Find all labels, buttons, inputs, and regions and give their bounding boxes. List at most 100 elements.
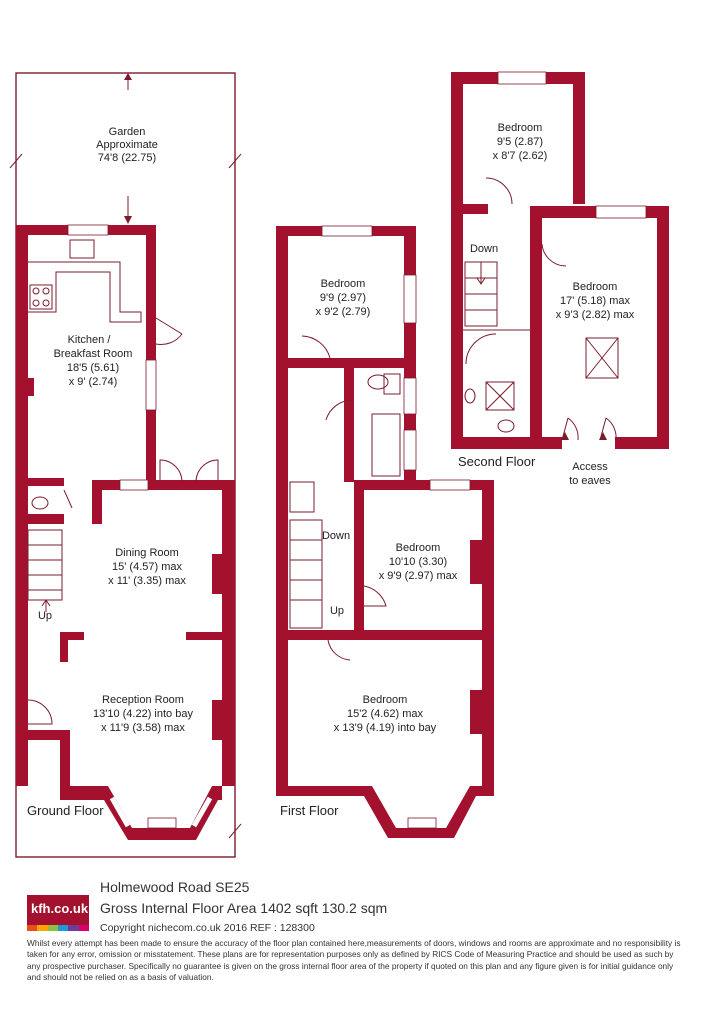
break-mark xyxy=(9,153,23,169)
sf-bed-large-name: Bedroom xyxy=(573,281,618,293)
break-mark xyxy=(228,823,242,839)
logo-stripe-segment xyxy=(47,925,58,931)
ff-mid-door-icon xyxy=(363,585,387,607)
sf-bed-large-line1: 17' (5.18) max xyxy=(560,295,630,307)
kitchen-counter xyxy=(28,261,142,323)
garden-line2: 74'8 (22.75) xyxy=(98,152,156,164)
ff-bed-mid-line1: 10'10 (3.30) xyxy=(389,556,447,568)
sf-bed-small-line2: x 8'7 (2.62) xyxy=(493,150,548,162)
reception-name: Reception Room xyxy=(102,694,184,706)
logo-stripe xyxy=(27,925,89,931)
reception-line1: 13'10 (4.22) into bay xyxy=(93,708,193,720)
hob-icon xyxy=(29,284,53,310)
first-floor-plan: Bedroom 9'9 (2.97) x 9'2 (2.79) Down Up … xyxy=(276,225,494,838)
ff-bath-door-icon xyxy=(325,399,355,421)
sink-icon xyxy=(69,239,95,259)
ff-bay-walls xyxy=(288,786,494,838)
sf-bottom-wall xyxy=(463,437,562,449)
house-top-wall xyxy=(92,480,222,490)
copyright: Copyright nichecom.co.uk 2016 REF : 1283… xyxy=(100,922,315,934)
sf-bed-large-line2: x 9'3 (2.82) max xyxy=(556,309,635,321)
ff-bed-mid-line2: x 9'9 (2.97) max xyxy=(379,570,458,582)
sf-toilet-icon xyxy=(497,419,515,433)
gf-stairs-up-label: Up xyxy=(38,610,52,622)
bathtub-icon xyxy=(371,413,401,477)
ff-cupboard xyxy=(289,481,315,513)
skylight-cross xyxy=(585,337,619,379)
kitchen-window-top xyxy=(67,224,109,236)
house-right-wall xyxy=(222,480,235,786)
bay-window-right xyxy=(191,796,213,828)
sf-small-bottom-wall xyxy=(463,204,488,214)
ground-floor-plan: Garden Approximate 74'8 (22.75) Kitchen … xyxy=(9,72,242,858)
disclaimer: Whilst every attempt has been made to en… xyxy=(27,938,681,982)
sf-large-door-icon xyxy=(541,243,567,267)
hob-ring-icon xyxy=(32,299,40,307)
logo-stripe-segment xyxy=(68,925,79,931)
ff-rear-window xyxy=(321,225,373,237)
porch-wall xyxy=(16,730,70,786)
stairs-ground xyxy=(27,529,63,601)
ff-bath-wall xyxy=(344,358,416,482)
hob-ring-icon xyxy=(32,287,40,295)
dining-line1: 15' (4.57) max xyxy=(112,561,182,573)
garden-name: Garden xyxy=(109,126,146,138)
stairs-first xyxy=(289,519,323,629)
sf-large-bed-walls xyxy=(530,206,669,449)
fireplace xyxy=(212,554,222,594)
house-outer-walls xyxy=(16,478,28,740)
ff-bed-front-line2: x 13'9 (4.19) into bay xyxy=(334,722,437,734)
bay-window-walls xyxy=(60,740,222,840)
fireplace xyxy=(212,700,222,740)
bay-window-left xyxy=(109,796,131,828)
hob-ring-icon xyxy=(42,287,50,295)
access-line1: Access xyxy=(572,461,608,473)
dining-name: Dining Room xyxy=(115,547,179,559)
kfh-logo: kfh.co.uk xyxy=(27,895,89,931)
sf-bed-small-line1: 9'5 (2.87) xyxy=(497,136,543,148)
kitchen-line3: x 9' (2.74) xyxy=(69,376,118,388)
sf-large-window xyxy=(595,205,647,219)
floor-area: Gross Internal Floor Area 1402 sqft 130.… xyxy=(100,900,388,916)
floor-plan: Garden Approximate 74'8 (22.75) Kitchen … xyxy=(9,71,669,858)
ff-bed-mid-name: Bedroom xyxy=(396,542,441,554)
ff-mid-fireplace xyxy=(470,540,482,584)
dining-reception-partition-right xyxy=(186,632,222,640)
kitchen-door-icon xyxy=(155,317,183,345)
wc-wall xyxy=(28,514,64,524)
sf-bed-small-name: Bedroom xyxy=(498,122,543,134)
kitchen-name: Kitchen / xyxy=(68,334,112,346)
ff-bed-front-line1: 15'2 (4.62) max xyxy=(347,708,424,720)
ff-mid-top-wall xyxy=(354,480,494,490)
toilet-icon xyxy=(31,496,49,510)
ff-bath-window2 xyxy=(403,429,417,471)
toilet-icon xyxy=(383,373,401,395)
ff-bay-window-center xyxy=(407,817,437,829)
ground-floor-label: Ground Floor xyxy=(27,803,104,818)
property-address: Holmewood Road SE25 xyxy=(100,879,250,895)
logo-stripe-segment xyxy=(57,925,69,931)
ff-bed-front-name: Bedroom xyxy=(363,694,408,706)
ff-mid-window xyxy=(429,479,471,491)
ff-stairs-down-label: Down xyxy=(322,530,350,542)
ff-door-icon xyxy=(301,335,331,359)
logo-stripe-segment xyxy=(37,925,48,931)
french-doors-icon xyxy=(159,459,219,483)
front-door-icon xyxy=(27,699,53,725)
logo-stripe-segment xyxy=(78,925,89,931)
garden-line1: Approximate xyxy=(96,139,158,151)
ff-rear-side-window xyxy=(403,274,417,324)
break-mark xyxy=(228,153,242,169)
second-floor-label: Second Floor xyxy=(458,454,536,469)
ff-bath-window xyxy=(403,377,417,415)
ff-outer-left-wall xyxy=(276,226,288,796)
sf-stairs-down-label: Down xyxy=(470,243,498,255)
hall-wall xyxy=(92,480,102,524)
ff-front-door-icon xyxy=(327,639,351,661)
kitchen-window-side xyxy=(145,359,157,411)
eaves-arrow-right xyxy=(599,432,607,440)
kitchen-line1: Breakfast Room xyxy=(54,348,133,360)
ff-front-fireplace xyxy=(470,690,482,734)
ff-mid-right-wall xyxy=(482,480,494,796)
wc-door-icon xyxy=(63,489,73,509)
